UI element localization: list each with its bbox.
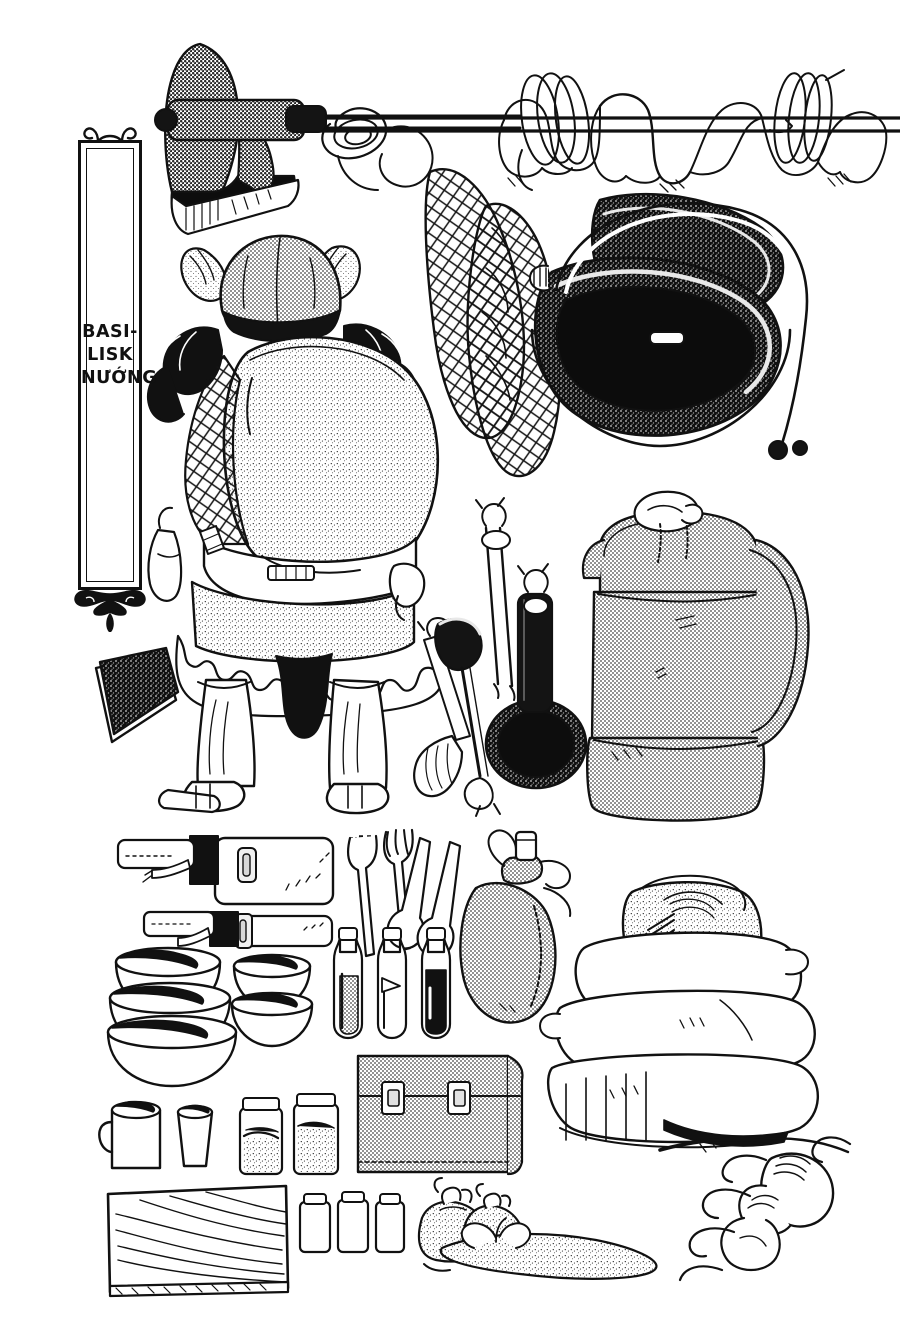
bowl-stack-small — [230, 953, 314, 1048]
title-ornament-bottom — [74, 589, 146, 632]
title-line-1: BASI- — [82, 322, 138, 342]
rolled-cloths — [658, 1135, 852, 1282]
mug — [98, 1100, 162, 1170]
cutting-board — [106, 1184, 290, 1298]
title-line-3: NƯỚNG — [81, 367, 158, 388]
bottle-gray — [332, 927, 364, 1040]
chapter-title-cartouche: BASI- LISK NƯỚNG — [78, 140, 158, 590]
satchel-case — [356, 1054, 524, 1176]
title-inner-border — [86, 148, 134, 582]
cast-iron-pot — [529, 192, 809, 460]
whetstone — [94, 642, 180, 744]
bowl-stack-large — [106, 946, 238, 1088]
waterskin — [459, 829, 572, 1024]
skillet — [484, 563, 588, 790]
root-vegetables — [423, 1217, 658, 1280]
jar-large — [292, 1093, 340, 1176]
rope-coils-right — [769, 69, 845, 164]
backpack — [581, 490, 810, 822]
title-line-2: LISK — [87, 344, 133, 365]
cup — [176, 1104, 214, 1168]
cleaver-large — [116, 835, 335, 906]
chapter-title-text: BASI- LISK NƯỚNG — [81, 321, 158, 389]
tongs — [475, 497, 516, 701]
bottle-black — [420, 927, 452, 1040]
jar-small — [238, 1097, 284, 1176]
tin-canister-3 — [374, 1193, 406, 1254]
coiled-rope — [321, 107, 434, 191]
bottle-clear — [376, 927, 408, 1040]
battle-axe — [154, 42, 522, 236]
blanket-stack — [539, 874, 819, 1149]
cleaver-small — [142, 910, 334, 949]
ladle — [434, 617, 501, 817]
tin-canister-1 — [298, 1193, 332, 1254]
dwarf-character — [147, 234, 446, 815]
tin-canister-2 — [336, 1191, 370, 1254]
spit-pole-with-cloth — [298, 93, 900, 193]
rope-coils-left — [517, 72, 590, 191]
forks — [347, 828, 414, 958]
